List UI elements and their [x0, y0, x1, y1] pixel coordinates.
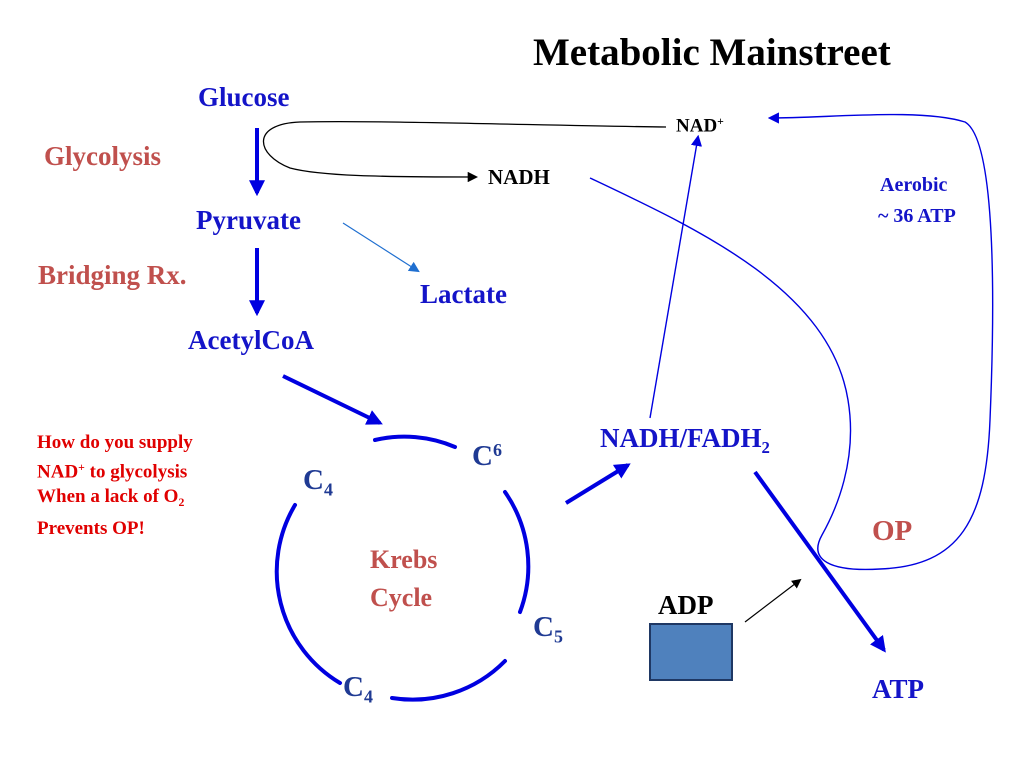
- q3-a: When a lack of O: [37, 486, 179, 508]
- krebs-arc-left: [274, 503, 342, 685]
- c4-top-text: C: [303, 464, 324, 496]
- nadh-fadh-sub: 2: [761, 437, 770, 457]
- krebs-arc-right: [503, 490, 531, 614]
- krebs-cycle-ring: [274, 434, 531, 702]
- arrow-acetylcoa-krebs: [282, 374, 383, 425]
- nad-sup: +: [717, 115, 724, 128]
- arrow-krebs-nadhfadh: [564, 463, 631, 505]
- q2-sup: +: [78, 461, 85, 474]
- label-lactate: Lactate: [420, 279, 507, 309]
- label-c6: C6: [472, 441, 502, 471]
- c4-bottom-text: C: [343, 671, 364, 703]
- label-glucose: Glucose: [198, 82, 290, 112]
- nad-base: NAD: [676, 115, 718, 137]
- c5-text: C: [533, 611, 554, 643]
- label-op: OP: [872, 515, 913, 547]
- q2-a: NAD: [37, 461, 79, 483]
- label-pyruvate: Pyruvate: [196, 205, 301, 235]
- label-nadh-fadh2: NADH/FADH2: [600, 425, 770, 457]
- arrow-nadhfadh-atp: [753, 470, 886, 653]
- label-36-atp: ~ 36 ATP: [878, 205, 956, 227]
- arrow-pyruvate-lactate: [342, 222, 420, 273]
- question-text: How do you supply NAD+ to glycolysis Whe…: [37, 430, 193, 541]
- curve-nadh-op: [589, 112, 994, 571]
- label-aerobic: Aerobic: [880, 174, 948, 196]
- arrow-nadhfadh-nad: [649, 134, 703, 419]
- label-c4-bottom: C4: [343, 671, 373, 707]
- nadh-fadh-text: NADH/FADH: [600, 423, 762, 453]
- label-c5: C5: [533, 611, 563, 647]
- label-c4-top: C4: [303, 464, 333, 500]
- krebs-line-1: Krebs: [370, 545, 438, 574]
- c4-top-sub: 4: [323, 479, 333, 500]
- c4-bottom-sub: 4: [363, 686, 373, 707]
- label-atp: ATP: [872, 674, 924, 704]
- slide-title: Metabolic Mainstreet: [533, 31, 891, 74]
- label-nad-plus: NAD+: [676, 115, 724, 137]
- label-nadh: NADH: [488, 165, 550, 189]
- c5-sub: 5: [553, 626, 563, 647]
- krebs-arc-top: [373, 434, 457, 449]
- question-line-3: When a lack of O2: [37, 484, 193, 515]
- adp-box: [649, 623, 733, 681]
- q3-sub: 2: [178, 496, 185, 510]
- question-line-1: How do you supply: [37, 432, 193, 453]
- label-glycolysis: Glycolysis: [44, 141, 162, 171]
- krebs-line-2: Cycle: [370, 583, 433, 612]
- arrow-nad-to-nadh: [262, 120, 667, 183]
- c6-text: C: [472, 439, 493, 472]
- c6-sub: 6: [492, 440, 502, 460]
- krebs-arc-bottom: [390, 659, 507, 702]
- question-line-2: NAD+ to glycolysis: [37, 455, 193, 484]
- label-krebs-cycle: Krebs Cycle: [370, 541, 437, 617]
- label-adp: ADP: [658, 590, 714, 620]
- label-bridging-rx: Bridging Rx.: [38, 260, 187, 290]
- question-line-4: Prevents OP!: [37, 517, 145, 539]
- arrow-adp-op: [744, 578, 802, 623]
- label-acetylcoa: AcetylCoA: [188, 325, 314, 355]
- q2-b: to glycolysis: [84, 461, 188, 483]
